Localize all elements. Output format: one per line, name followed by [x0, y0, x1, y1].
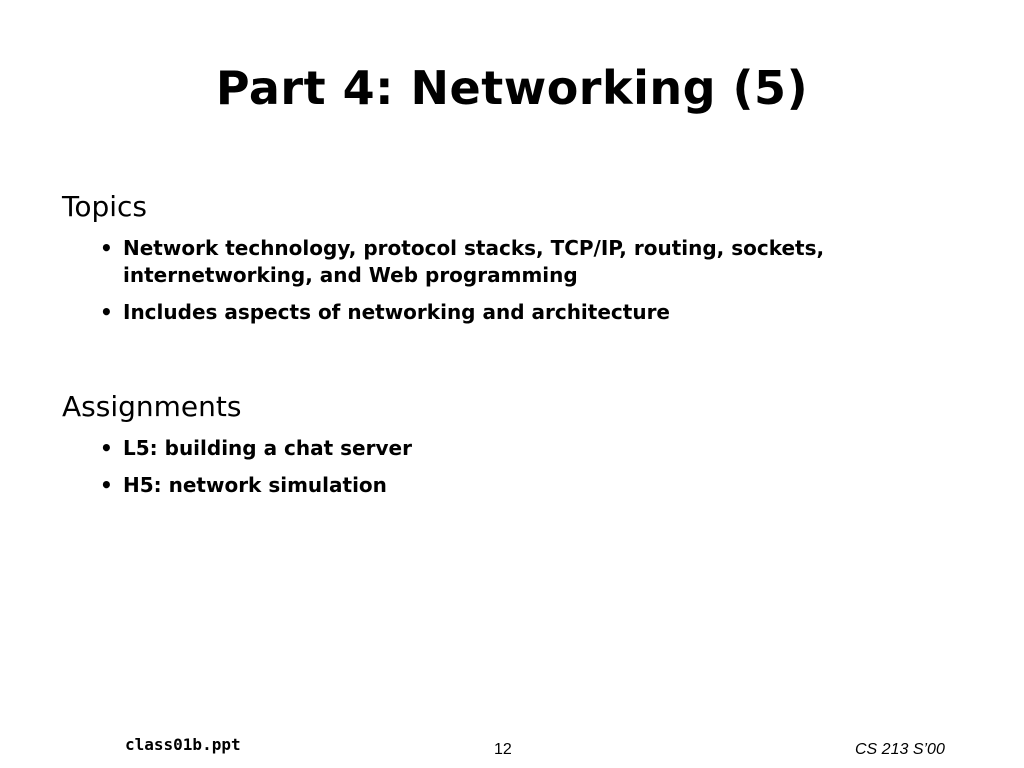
bullet-icon: • — [100, 300, 113, 324]
footer-filename: class01b.ppt — [125, 735, 241, 754]
list-item: • H5: network simulation — [100, 472, 960, 499]
footer-page-number: 12 — [494, 741, 512, 758]
topics-bullet-list: • Network technology, protocol stacks, T… — [100, 235, 960, 336]
bullet-text: H5: network simulation — [123, 473, 387, 497]
bullet-text: Includes aspects of networking and archi… — [123, 300, 670, 324]
list-item: • Network technology, protocol stacks, T… — [100, 235, 960, 289]
bullet-text: L5: building a chat server — [123, 436, 412, 460]
section-heading-topics: Topics — [62, 190, 148, 223]
footer-course: CS 213 S’00 — [855, 741, 945, 758]
bullet-text: Network technology, protocol stacks, TCP… — [123, 236, 825, 287]
bullet-icon: • — [100, 236, 113, 260]
slide-title: Part 4: Networking (5) — [215, 61, 809, 115]
list-item: • Includes aspects of networking and arc… — [100, 299, 960, 326]
assignments-bullet-list: • L5: building a chat server • H5: netwo… — [100, 435, 960, 509]
bullet-icon: • — [100, 473, 113, 497]
bullet-icon: • — [100, 436, 113, 460]
list-item: • L5: building a chat server — [100, 435, 960, 462]
section-heading-assignments: Assignments — [62, 390, 242, 423]
